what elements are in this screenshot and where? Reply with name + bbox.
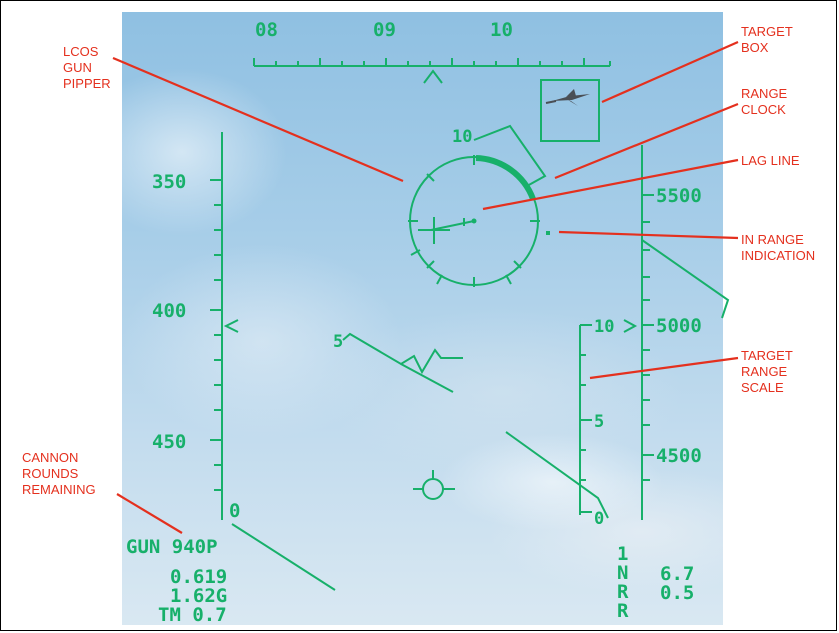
svg-text:RANGE: RANGE: [741, 86, 788, 101]
leader-range-scale: [589, 356, 739, 380]
svg-text:RANGE: RANGE: [741, 364, 788, 379]
hud-readouts: GUN 940P 0.619 1.62G TM 0.7 1 N R R 6.7 …: [126, 536, 694, 626]
label-target-box: TARGET BOX: [741, 24, 793, 55]
label-lag-line: LAG LINE: [741, 153, 800, 168]
target-range-scale: 10 5 0: [505, 317, 638, 529]
range-label-10: 10: [594, 317, 614, 337]
svg-text:TARGET: TARGET: [741, 24, 793, 39]
airspeed-tape: 350 400 450 0: [152, 132, 240, 522]
leader-cannon-rounds: [116, 493, 183, 534]
label-target-range-scale: TARGET RANGE SCALE: [741, 348, 793, 395]
weapon-rounds-readout: GUN 940P: [126, 536, 218, 558]
leader-range-clock: [554, 102, 739, 180]
range-label-0: 0: [594, 509, 604, 529]
pitch-ladder-label: 5: [333, 332, 343, 352]
label-lcos-gun-pipper: LCOS GUN PIPPER: [63, 44, 111, 91]
heading-label-09: 09: [373, 19, 396, 41]
svg-text:TARGET: TARGET: [741, 348, 793, 363]
altitude-label-5000: 5000: [656, 315, 702, 337]
target-box: [540, 79, 600, 142]
label-range-clock: RANGE CLOCK: [741, 86, 788, 117]
range-label-5: 5: [594, 412, 604, 432]
svg-text:REMAINING: REMAINING: [22, 482, 96, 497]
annotation-labels: LCOS GUN PIPPER TARGET BOX RANGE CLOCK L…: [22, 24, 815, 497]
lag-line: [430, 220, 475, 231]
svg-text:SCALE: SCALE: [741, 380, 784, 395]
right-readout-r2: R: [617, 600, 629, 622]
right-readout-r1: R: [617, 581, 629, 603]
closure-line: [505, 431, 609, 519]
heading-scale: 08 09 10: [253, 19, 611, 84]
mach-readout: 0.619: [170, 566, 227, 588]
lcos-gun-pipper: 10: [408, 124, 550, 287]
label-in-range-indication: IN RANGE INDICATION: [741, 232, 815, 263]
right-readout-n: N: [617, 562, 628, 584]
vertical-velocity-line: [641, 239, 730, 319]
airspeed-label-400: 400: [152, 300, 186, 322]
svg-text:CANNON: CANNON: [22, 450, 78, 465]
altitude-tape: 5500 5000 4500: [641, 145, 730, 520]
leader-lcos: [112, 56, 404, 183]
pitch-ladder: 5: [333, 332, 463, 393]
svg-text:ROUNDS: ROUNDS: [22, 466, 79, 481]
horizon-line: [231, 523, 336, 591]
airspeed-label-450: 450: [152, 431, 186, 453]
altitude-label-4500: 4500: [656, 445, 702, 467]
leader-in-range: [558, 230, 739, 240]
svg-text:INDICATION: INDICATION: [741, 248, 815, 263]
svg-text:PIPPER: PIPPER: [63, 76, 111, 91]
right-readout-value-2: 0.5: [660, 582, 694, 604]
svg-text:LCOS: LCOS: [63, 44, 99, 59]
label-cannon-rounds-remaining: CANNON ROUNDS REMAINING: [22, 450, 96, 497]
range-clock-marker: [473, 124, 547, 187]
annotation-leaders: [112, 40, 739, 534]
range-clock-arc: [475, 155, 536, 201]
target-aircraft: [545, 89, 590, 106]
svg-text:BOX: BOX: [741, 40, 769, 55]
range-caret: [623, 319, 638, 333]
leader-target-box: [601, 40, 739, 104]
airspeed-zero-label: 0: [229, 500, 240, 522]
svg-text:LAG LINE: LAG LINE: [741, 153, 800, 168]
heading-label-10: 10: [490, 19, 513, 41]
airspeed-caret: [223, 319, 239, 333]
altitude-label-5500: 5500: [656, 185, 702, 207]
leader-lag-line: [482, 158, 739, 211]
range-clock-value: 10: [452, 127, 472, 147]
in-range-indicator: [546, 231, 550, 235]
airspeed-label-350: 350: [152, 171, 186, 193]
g-readout: 1.62G: [170, 585, 227, 607]
tm-readout: TM 0.7: [158, 604, 227, 626]
flight-path-marker: [413, 470, 455, 500]
svg-text:IN RANGE: IN RANGE: [741, 232, 804, 247]
heading-label-08: 08: [255, 19, 278, 41]
right-readout-value-1: 6.7: [660, 563, 694, 585]
svg-text:CLOCK: CLOCK: [741, 102, 786, 117]
heading-caret: [423, 69, 443, 84]
svg-text:GUN: GUN: [63, 60, 92, 75]
right-readout-1: 1: [617, 543, 628, 565]
